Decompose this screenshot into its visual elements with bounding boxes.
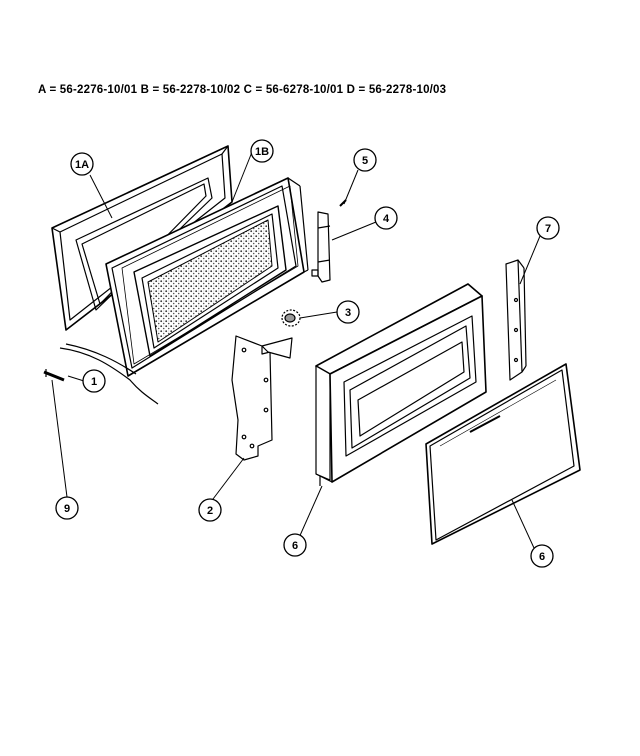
part-1-door-gasket (59, 343, 159, 405)
callout-1a: 1A (75, 159, 89, 171)
callout-6-glass-panel: 6 (539, 551, 545, 563)
callout-4: 4 (383, 213, 390, 225)
part-4-latch-bracket (311, 211, 331, 283)
callout-2: 2 (207, 505, 213, 517)
leader-lines (51, 151, 541, 549)
callout-3: 3 (345, 307, 351, 319)
model-code-header: A = 56-2276-10/01 B = 56-2278-10/02 C = … (38, 84, 447, 96)
part-2-hinge-bracket (231, 335, 293, 461)
part-6b-glass-panel (425, 363, 581, 545)
part-1b-inner-door-panel (105, 177, 309, 377)
part-7-hinge-rail (505, 259, 527, 381)
callout-1: 1 (91, 376, 97, 388)
callout-9: 9 (64, 503, 70, 515)
callout-5: 5 (362, 155, 368, 167)
callout-6-door-frame: 6 (292, 540, 298, 552)
part-3-knob (281, 309, 301, 327)
part-9-pin (43, 369, 65, 382)
part-6-door-frame (315, 283, 487, 486)
callout-7: 7 (545, 223, 551, 235)
callout-1b: 1B (255, 146, 269, 158)
callout-circles (55, 139, 560, 568)
